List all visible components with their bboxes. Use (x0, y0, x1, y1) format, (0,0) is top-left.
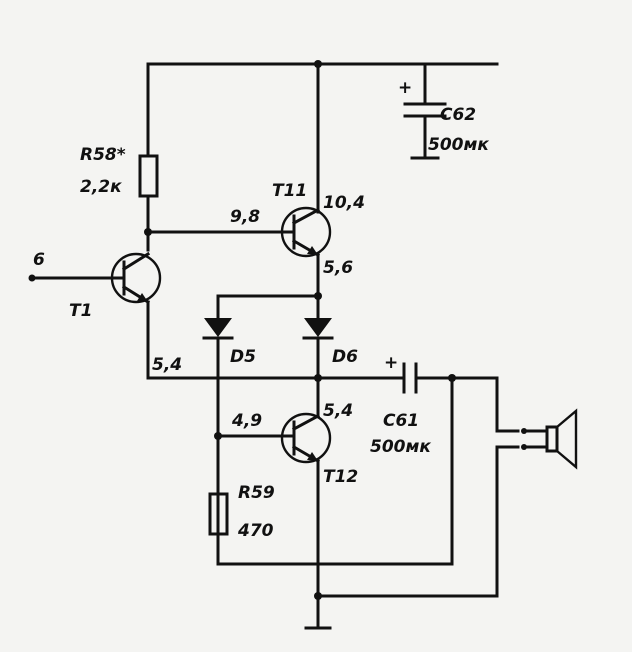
d5-ref: D5 (230, 347, 256, 367)
r59-value: 470 (237, 521, 274, 541)
c62-polarity: + (398, 78, 412, 98)
t12-collector-voltage: 5,4 (323, 401, 353, 421)
node-t12-base (214, 432, 222, 440)
transistor-t11 (280, 206, 332, 258)
input-label: 6 (33, 250, 45, 270)
transistor-t1 (110, 251, 162, 305)
node-t11-collector (314, 60, 322, 68)
t1-collector-voltage: 5,4 (152, 355, 182, 375)
r58-value: 2,2к (80, 177, 122, 197)
c61-value: 500мк (370, 437, 431, 457)
t11-collector-voltage: 10,4 (323, 193, 365, 213)
t12-ref: T12 (323, 467, 358, 487)
c62-value: 500мк (428, 135, 489, 155)
capacitor-c62 (403, 62, 447, 160)
r58-ref: R58* (80, 145, 126, 165)
c61-polarity: + (384, 353, 398, 373)
capacitor-c61 (402, 362, 499, 394)
r59-ref: R59 (238, 483, 275, 503)
t11-emitter-voltage: 5,6 (323, 258, 353, 278)
resistor-r58 (138, 154, 159, 198)
d6-ref: D6 (332, 347, 358, 367)
c62-ref: C62 (440, 105, 476, 125)
diode-d5 (202, 294, 234, 550)
c61-ref: C61 (383, 411, 419, 431)
t11-base-voltage: 9,8 (230, 207, 260, 227)
t1-ref: T1 (69, 301, 92, 321)
t12-base-voltage: 4,9 (231, 411, 262, 431)
t11-ref: T11 (272, 181, 307, 201)
node-mid (314, 374, 322, 382)
speaker-icon (521, 408, 578, 470)
transistor-t12 (280, 412, 332, 464)
